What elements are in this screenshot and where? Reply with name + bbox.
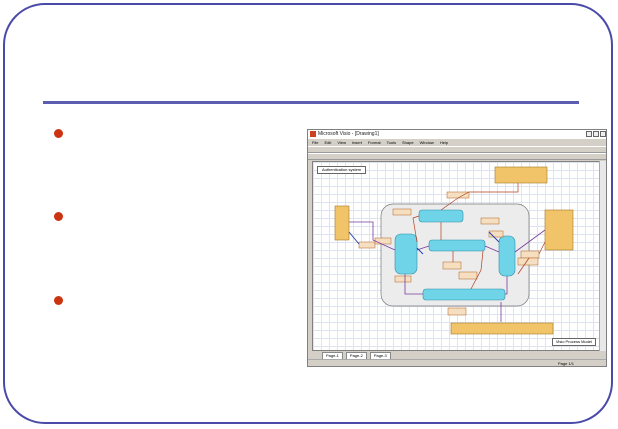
menu-window[interactable]: Window (419, 140, 434, 145)
screenshot-window-title: Microsoft Visio - [Drawing1] (318, 131, 379, 137)
menu-edit[interactable]: Edit (324, 140, 332, 145)
bullet-marker-2 (54, 212, 63, 221)
menu-format[interactable]: Format (367, 140, 381, 145)
menu-view[interactable]: View (337, 140, 346, 145)
process-right (498, 235, 516, 277)
data-flow-lines (412, 183, 546, 290)
datastore-6 (394, 275, 412, 283)
process-bottom (422, 288, 506, 301)
diagram-legend-box: Visio Process Model (551, 338, 596, 346)
process-diagram (334, 166, 574, 335)
status-bar: Page 1/1 (308, 359, 606, 366)
minimize-icon[interactable] (586, 131, 592, 137)
external-entity-top (494, 166, 548, 184)
visio-app-icon (310, 131, 316, 137)
screenshot-title-bar: Microsoft Visio - [Drawing1] (308, 130, 606, 139)
datastore-8 (458, 271, 478, 280)
datastore-12 (447, 307, 467, 316)
datastore-1 (392, 208, 412, 216)
drawing-canvas[interactable]: Authentication system Visio Process Mode… (312, 161, 601, 351)
datastore-5 (374, 237, 392, 245)
menu-tools[interactable]: Tools (386, 140, 396, 145)
datastore-2 (446, 191, 470, 199)
menu-insert[interactable]: Insert (351, 140, 362, 145)
visio-screenshot: Microsoft Visio - [Drawing1] File Edit V… (307, 129, 607, 367)
menu-help[interactable]: Help (439, 140, 449, 145)
page-tabs: Page-1 Page-2 Page-3 (312, 351, 601, 360)
external-entity-left (334, 205, 350, 241)
screenshot-menubar: File Edit View Insert Format Tools Shape… (308, 139, 606, 146)
vertical-scrollbar[interactable] (599, 161, 606, 351)
process-middle (428, 239, 486, 252)
window-controls (586, 131, 606, 137)
bullet-marker-3 (54, 296, 63, 305)
process-left (394, 233, 418, 275)
menu-shape[interactable]: Shape (402, 140, 414, 145)
datastore-10 (520, 250, 540, 259)
bullet-marker-1 (54, 129, 63, 138)
datastore-9 (488, 230, 504, 238)
datastore-3 (480, 217, 500, 225)
process-top (418, 209, 464, 223)
title-divider (43, 101, 579, 104)
datastore-7 (442, 261, 462, 270)
external-entity-bottom (450, 322, 554, 335)
datastore-11 (517, 257, 539, 266)
highlighted-flow (348, 231, 500, 255)
external-entity-right (544, 209, 574, 251)
formatting-toolbar (308, 153, 606, 160)
close-icon[interactable] (600, 131, 606, 137)
diagram-title-box: Authentication system (317, 166, 367, 174)
standard-toolbar (308, 146, 606, 153)
datastore-4 (358, 241, 376, 249)
maximize-icon[interactable] (593, 131, 599, 137)
flow-lines (349, 221, 546, 322)
menu-file[interactable]: File (312, 140, 319, 145)
